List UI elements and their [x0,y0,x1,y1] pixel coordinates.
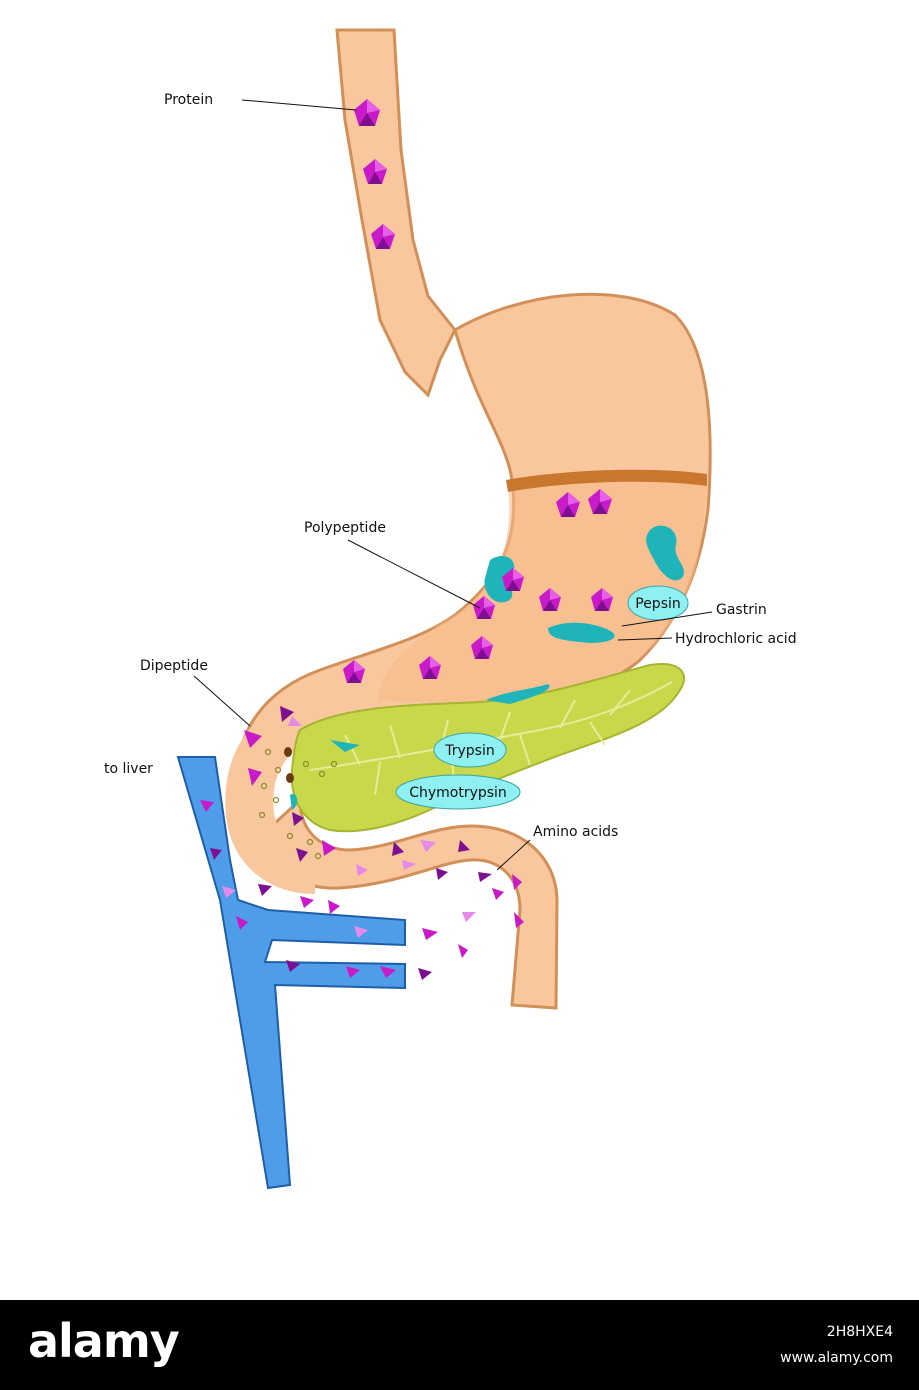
gastrin-label: Gastrin [716,602,767,618]
pepsin-text: Pepsin [635,596,681,612]
hydrochloric-acid-label: Hydrochloric acid [675,631,797,647]
polypeptide-label: Polypeptide [304,520,386,536]
dipeptide-leader [194,676,250,726]
amino-acids-label: Amino acids [533,824,618,840]
watermark-footer: alamy 2H8HXE4 www.alamy.com [0,1300,919,1390]
protein-leader [242,100,356,110]
bile-drop-1 [284,747,292,757]
to-liver-label: to liver [104,761,153,777]
image-id: 2H8HXE4 [827,1324,893,1340]
dipeptide-label: Dipeptide [140,658,208,674]
polypeptide-leader [348,540,480,608]
esophagus [337,30,455,395]
digestion-diagram: Pepsin Trypsin Chymotrypsin [0,0,919,1300]
protein-label: Protein [164,92,213,108]
trypsin-text: Trypsin [444,743,494,759]
site-url: www.alamy.com [780,1350,893,1366]
alamy-logo: alamy [28,1314,179,1368]
chymotrypsin-text: Chymotrypsin [409,785,507,801]
bile-drop-2 [286,773,294,783]
